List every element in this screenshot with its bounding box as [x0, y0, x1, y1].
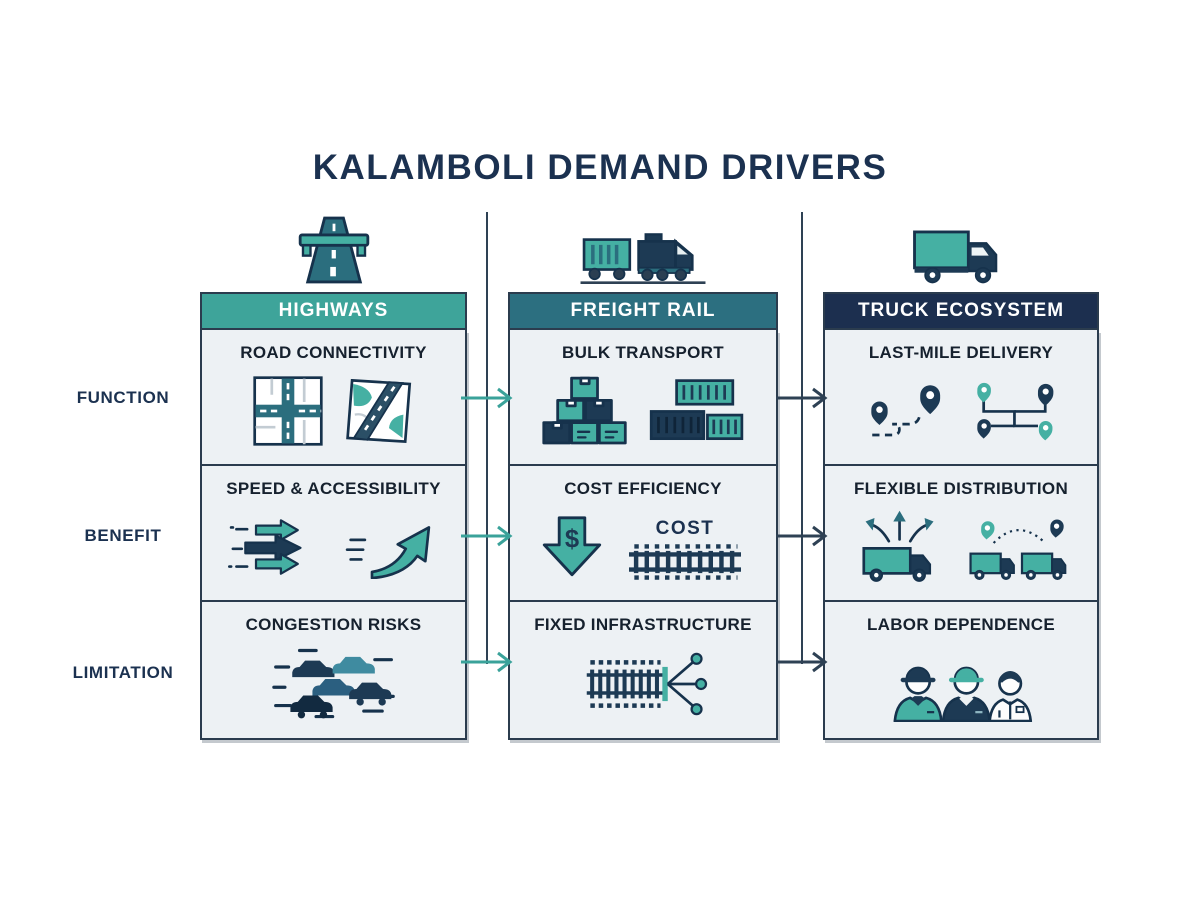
cell-freight-benefit: COST EFFICIENCY $ COST: [510, 464, 776, 600]
cell-title: LAST-MILE DELIVERY: [868, 343, 1054, 362]
arrow-highways-to-rail-benefit: [461, 525, 513, 547]
column-header-highways: HIGHWAYS: [200, 292, 467, 330]
cell-icons: [825, 499, 1097, 600]
column-body-truck-ecosystem: LAST-MILE DELIVERY: [823, 330, 1099, 740]
pins-dashed-route-icon: [865, 377, 951, 450]
cell-icons: [510, 635, 776, 738]
swoosh-arrow-icon: [344, 515, 440, 584]
pins-solid-route-icon: [971, 377, 1057, 450]
cell-title: CONGESTION RISKS: [245, 615, 422, 634]
truck-branch-arrows-icon: [853, 509, 947, 590]
cell-highways-benefit: SPEED & ACCESSIBILITY: [202, 464, 465, 600]
highway-icon: [200, 208, 467, 288]
column-header-truck-ecosystem: TRUCK ECOSYSTEM: [823, 292, 1099, 330]
arrow-rail-to-truck-function: [776, 387, 828, 409]
cell-title: FLEXIBLE DISTRIBUTION: [853, 479, 1069, 498]
divider-line-2: [801, 212, 803, 664]
cell-title: BULK TRANSPORT: [562, 343, 724, 362]
cell-title: ROAD CONNECTIVITY: [240, 343, 427, 362]
dollar-down-arrow-icon: $: [540, 515, 604, 584]
cell-title: SPEED & ACCESSIBILITY: [226, 479, 441, 498]
row-label-limitation: LIMITATION: [72, 663, 174, 682]
traffic-jam-icon: [270, 645, 398, 728]
row-label-benefit: BENEFIT: [84, 526, 162, 545]
cell-icons: [202, 363, 465, 464]
folded-map-icon: [344, 375, 416, 452]
cost-rail-icon: COST: [624, 518, 746, 582]
column-body-freight-rail: BULK TRANSPORT: [508, 330, 778, 740]
cell-truck-limitation: LABOR DEPENDENCE: [825, 600, 1097, 738]
column-body-highways: ROAD CONNECTIVITY: [200, 330, 467, 740]
arrow-highways-to-rail-limitation: [461, 651, 513, 673]
arrow-rail-to-truck-limitation: [776, 651, 828, 673]
cell-icons: [202, 635, 465, 738]
svg-text:$: $: [565, 526, 579, 554]
page-title: KALAMBOLI DEMAND DRIVERS: [312, 148, 888, 187]
cell-freight-function: BULK TRANSPORT: [510, 330, 776, 464]
arrow-rail-to-truck-benefit: [776, 525, 828, 547]
cell-truck-function: LAST-MILE DELIVERY: [825, 330, 1097, 464]
cell-icons: $ COST: [510, 499, 776, 600]
column-header-freight-rail: FREIGHT RAIL: [508, 292, 778, 330]
cell-title: LABOR DEPENDENCE: [866, 615, 1056, 634]
row-label-function: FUNCTION: [76, 388, 170, 407]
divider-line-1: [486, 212, 488, 664]
stacked-boxes-icon: [541, 376, 629, 451]
workers-icon: [888, 646, 1034, 727]
crossroad-map-icon: [252, 375, 324, 452]
cell-icons: [825, 635, 1097, 738]
cost-label: COST: [655, 517, 715, 539]
cell-icons: [510, 363, 776, 464]
rail-branch-icon: [576, 648, 710, 725]
delivery-truck-icon: [823, 208, 1099, 288]
cell-highways-limitation: CONGESTION RISKS: [202, 600, 465, 738]
cell-title: COST EFFICIENCY: [564, 479, 722, 498]
column-truck-ecosystem: TRUCK ECOSYSTEM LAST-MILE DELIVERY: [823, 292, 1099, 740]
cell-highways-function: ROAD CONNECTIVITY: [202, 330, 465, 464]
speed-arrows-icon: [227, 515, 324, 584]
cell-freight-limitation: FIXED INFRASTRUCTURE: [510, 600, 776, 738]
arrow-highways-to-rail-function: [461, 387, 513, 409]
freight-train-icon: [508, 208, 778, 288]
trucks-pins-arc-icon: [967, 509, 1069, 590]
containers-icon: [649, 377, 745, 450]
column-highways: HIGHWAYS ROAD CONNECTIVITY: [200, 292, 467, 740]
cell-title: FIXED INFRASTRUCTURE: [534, 615, 752, 634]
column-freight-rail: FREIGHT RAIL BULK TRANSPORT: [508, 292, 778, 740]
cell-truck-benefit: FLEXIBLE DISTRIBUTION: [825, 464, 1097, 600]
cell-icons: [202, 499, 465, 600]
cell-icons: [825, 363, 1097, 464]
